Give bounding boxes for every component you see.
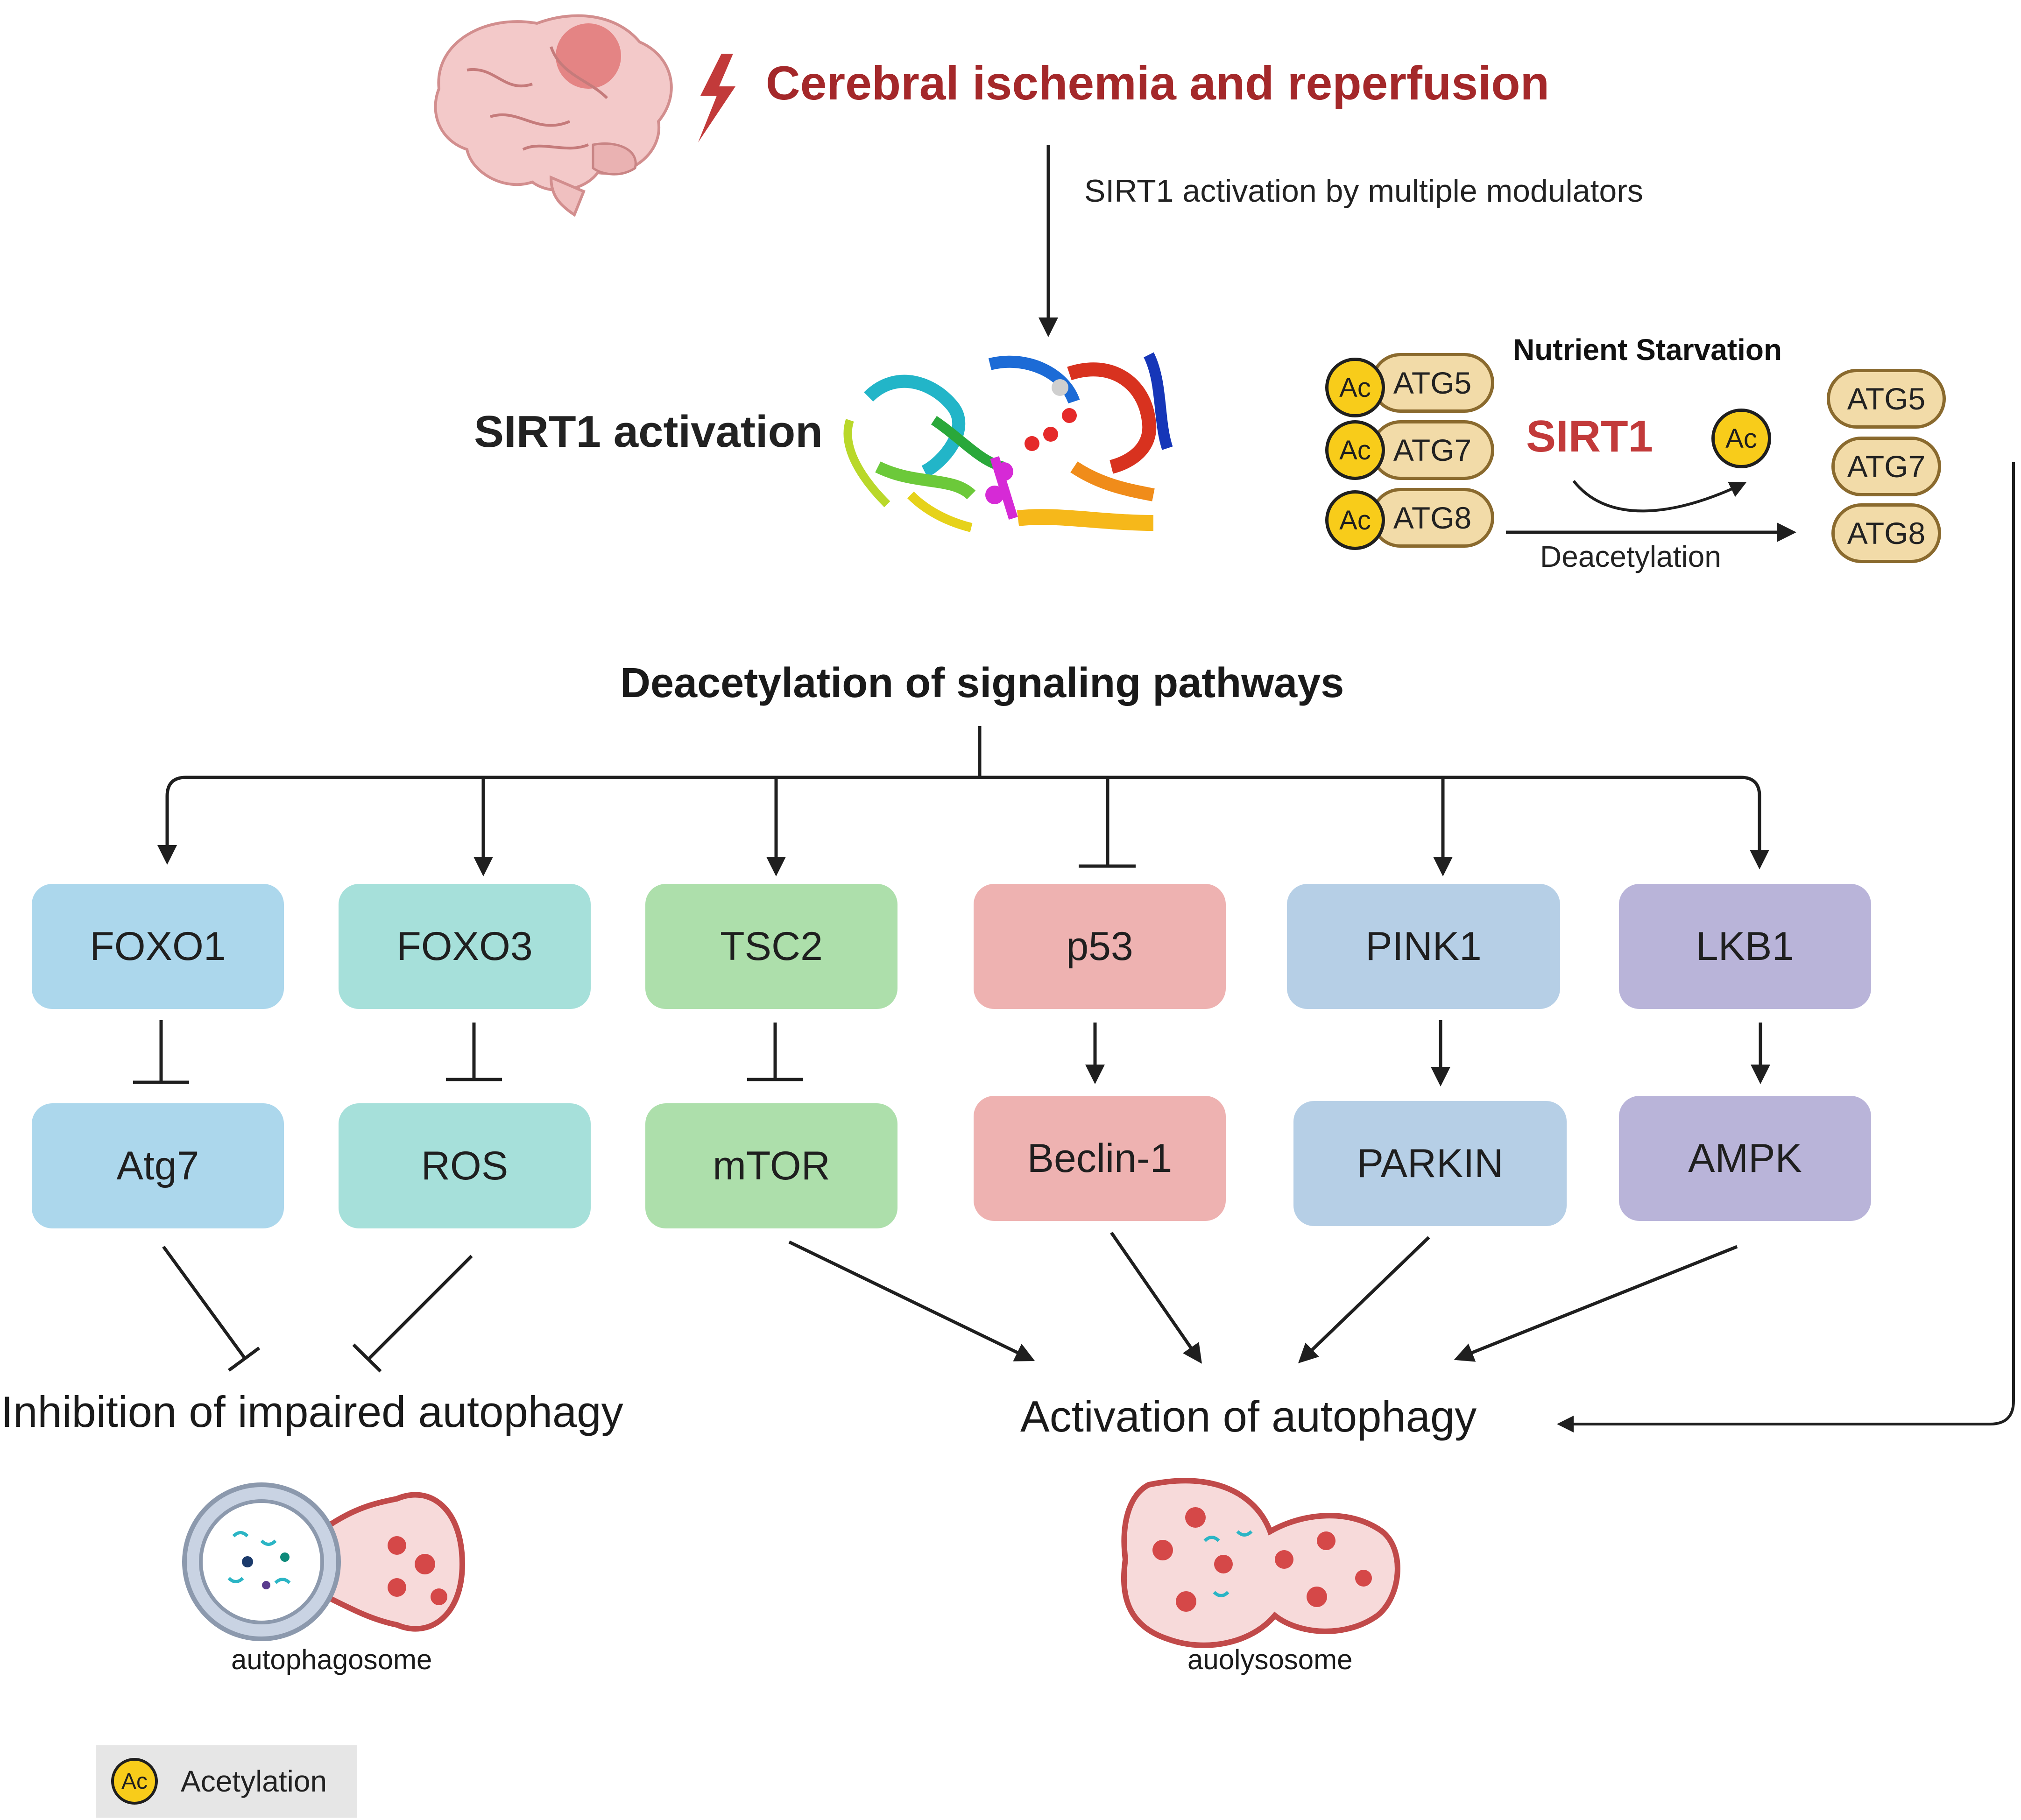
acetylated-atg5: ATG5 <box>1371 353 1494 413</box>
legend-label: Acetylation <box>181 1764 327 1798</box>
modulators-label: SIRT1 activation by multiple modulators <box>1084 173 1643 209</box>
ac-icon: Ac <box>1325 490 1385 550</box>
acetylated-atg8: ATG8 <box>1371 488 1494 548</box>
brain-icon <box>434 14 673 217</box>
node-ros: ROS <box>339 1103 591 1228</box>
activation-label: Activation of autophagy <box>1020 1392 1477 1441</box>
outcome-connectors <box>162 1232 1738 1373</box>
ac-icon: Ac <box>1325 420 1385 480</box>
nutrient-starvation-title: Nutrient Starvation <box>1513 333 1782 367</box>
node-mtor: mTOR <box>645 1103 897 1228</box>
node-p53: p53 <box>974 884 1226 1009</box>
node-pink1: PINK1 <box>1287 884 1560 1009</box>
ac-icon: Ac <box>1325 358 1385 417</box>
deacetylated-atg7: ATG7 <box>1831 437 1941 496</box>
sirt1-protein-structure <box>843 352 1173 532</box>
ac-removal-arrow <box>1572 480 1747 513</box>
ac-icon: Ac <box>111 1758 158 1805</box>
sirt1-activation-label: SIRT1 activation <box>474 407 823 457</box>
node-tsc2: TSC2 <box>645 884 897 1009</box>
node-beclin1: Beclin-1 <box>974 1096 1226 1221</box>
autolysosome-illustration <box>1121 1478 1400 1648</box>
deacetylation-label: Deacetylation <box>1540 540 1721 573</box>
autolysosome-label: auolysosome <box>1187 1644 1353 1675</box>
node-lkb1: LKB1 <box>1619 884 1871 1009</box>
deacetylated-atg8: ATG8 <box>1831 503 1941 563</box>
node-parkin: PARKIN <box>1293 1101 1567 1226</box>
pathway-connectors <box>133 1020 1770 1086</box>
ischemia-title: Cerebral ischemia and reperfusion <box>766 56 1549 110</box>
ac-icon: Ac <box>1711 409 1771 468</box>
node-foxo1: FOXO1 <box>32 884 284 1009</box>
signaling-title: Deacetylation of signaling pathways <box>620 660 1344 706</box>
autophagosome-label: autophagosome <box>231 1644 432 1675</box>
signaling-branches <box>157 726 1769 876</box>
node-foxo3: FOXO3 <box>339 884 591 1009</box>
node-ampk: AMPK <box>1619 1096 1871 1221</box>
node-atg7: Atg7 <box>32 1103 284 1228</box>
deacetylated-atg5: ATG5 <box>1827 369 1946 429</box>
lightning-icon <box>698 54 735 142</box>
starvation-to-activation-arrow <box>1557 462 2015 1432</box>
sirt1-enzyme-label: SIRT1 <box>1526 411 1654 461</box>
inhibition-label: Inhibition of impaired autophagy <box>1 1387 623 1436</box>
autophagosome-illustration <box>182 1482 466 1641</box>
acetylated-atg7: ATG7 <box>1371 420 1494 480</box>
